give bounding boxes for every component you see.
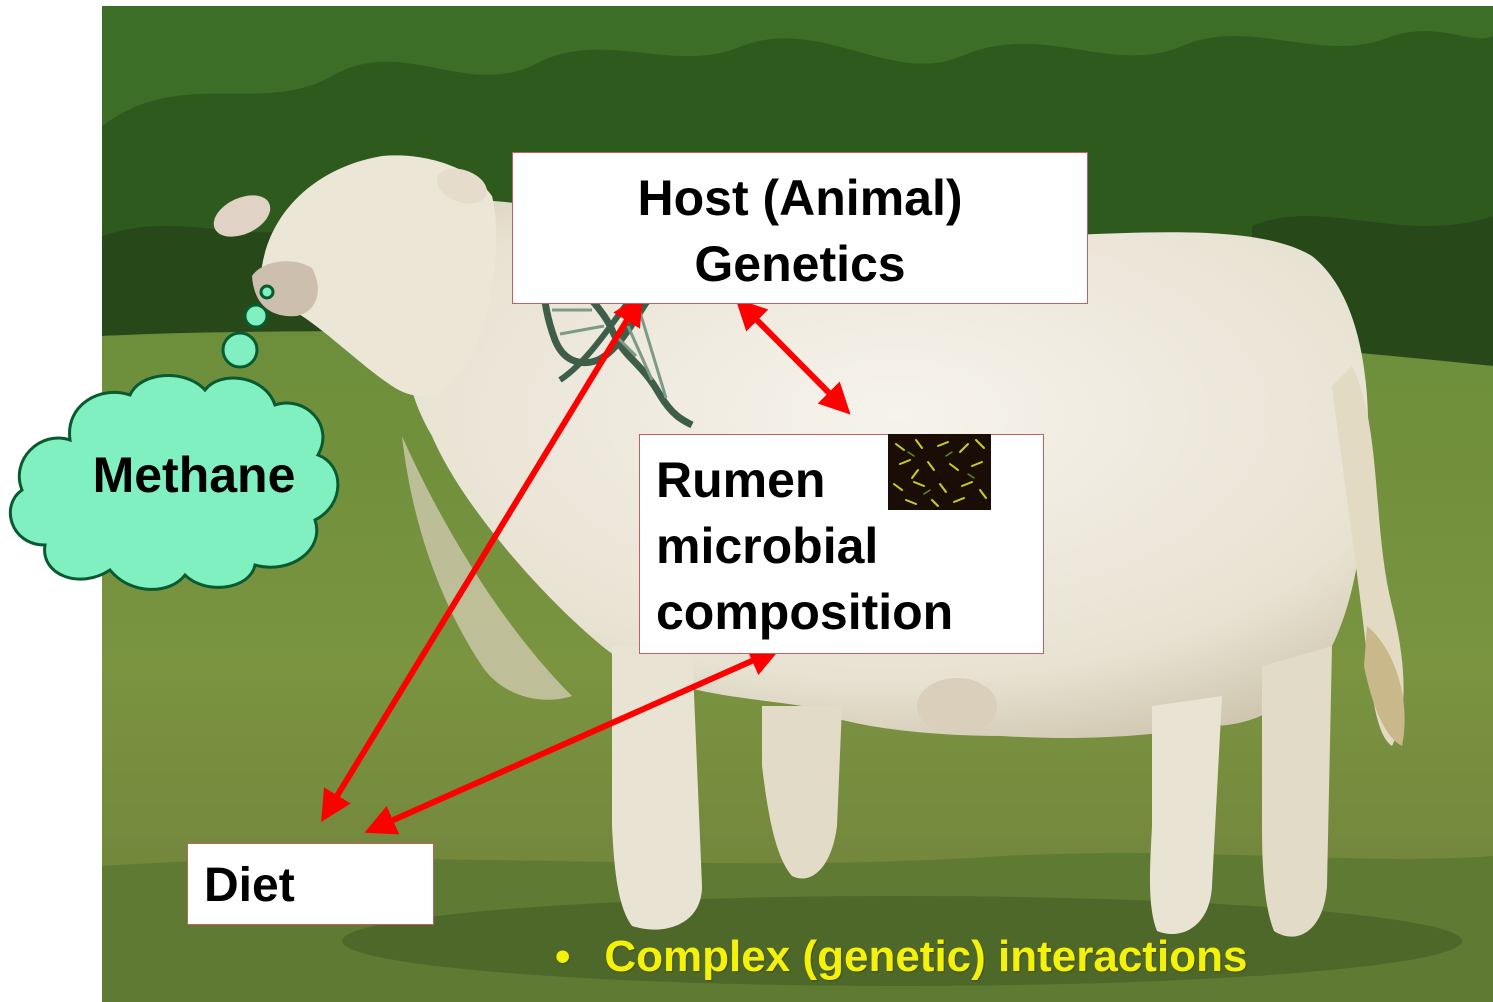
bullet-text: Complex (genetic) interactions: [604, 932, 1247, 981]
rumen-label-line1: Rumen: [656, 447, 825, 513]
arrow-host-diet: [326, 302, 638, 814]
host-genetics-box: Host (Animal) Genetics: [512, 152, 1088, 304]
arrow-host-rumen: [742, 305, 844, 408]
host-label-line2: Genetics: [513, 231, 1087, 297]
rumen-label-line3: composition: [656, 579, 953, 645]
microbe-image-icon: [888, 434, 991, 510]
rumen-label-line2: microbial: [656, 513, 878, 579]
thought-cloud-icon: [10, 286, 338, 589]
host-label-line1: Host (Animal): [513, 165, 1087, 231]
bullet-point: • Complex (genetic) interactions: [555, 932, 1247, 982]
methane-label: Methane: [66, 446, 322, 504]
diet-box: Diet: [187, 843, 434, 925]
arrow-diet-rumen: [373, 652, 772, 829]
diet-label: Diet: [204, 858, 295, 913]
bullet-marker: •: [555, 932, 570, 981]
